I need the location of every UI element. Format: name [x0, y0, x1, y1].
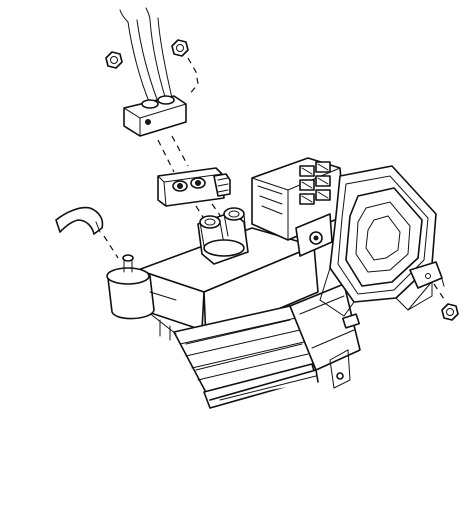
- nut-alignment-line-right: [187, 57, 199, 97]
- line-clamp-bracket: [123, 95, 187, 137]
- drain-alignment-line: [103, 235, 119, 259]
- case-nut-alignment-line: [433, 283, 447, 303]
- control-connector-block: [251, 157, 345, 257]
- heater-core-fins: [173, 305, 319, 409]
- refrigerant-lines: [119, 7, 173, 105]
- case-mounting-nut: [441, 303, 459, 321]
- clamp-nut-left: [105, 51, 123, 69]
- expansion-valve: [157, 167, 231, 207]
- drain-hose: [55, 206, 104, 235]
- valve-alignment-line-upper: [157, 139, 175, 173]
- clamp-nut-right: [171, 39, 189, 57]
- heater-core-evaporator-case: [137, 157, 445, 409]
- blower-motor: [345, 187, 423, 287]
- drain-tube-fitting: [106, 254, 177, 320]
- valve-alignment-line-upper-2: [171, 135, 189, 167]
- evaporator-inlet-tubes: [197, 207, 249, 265]
